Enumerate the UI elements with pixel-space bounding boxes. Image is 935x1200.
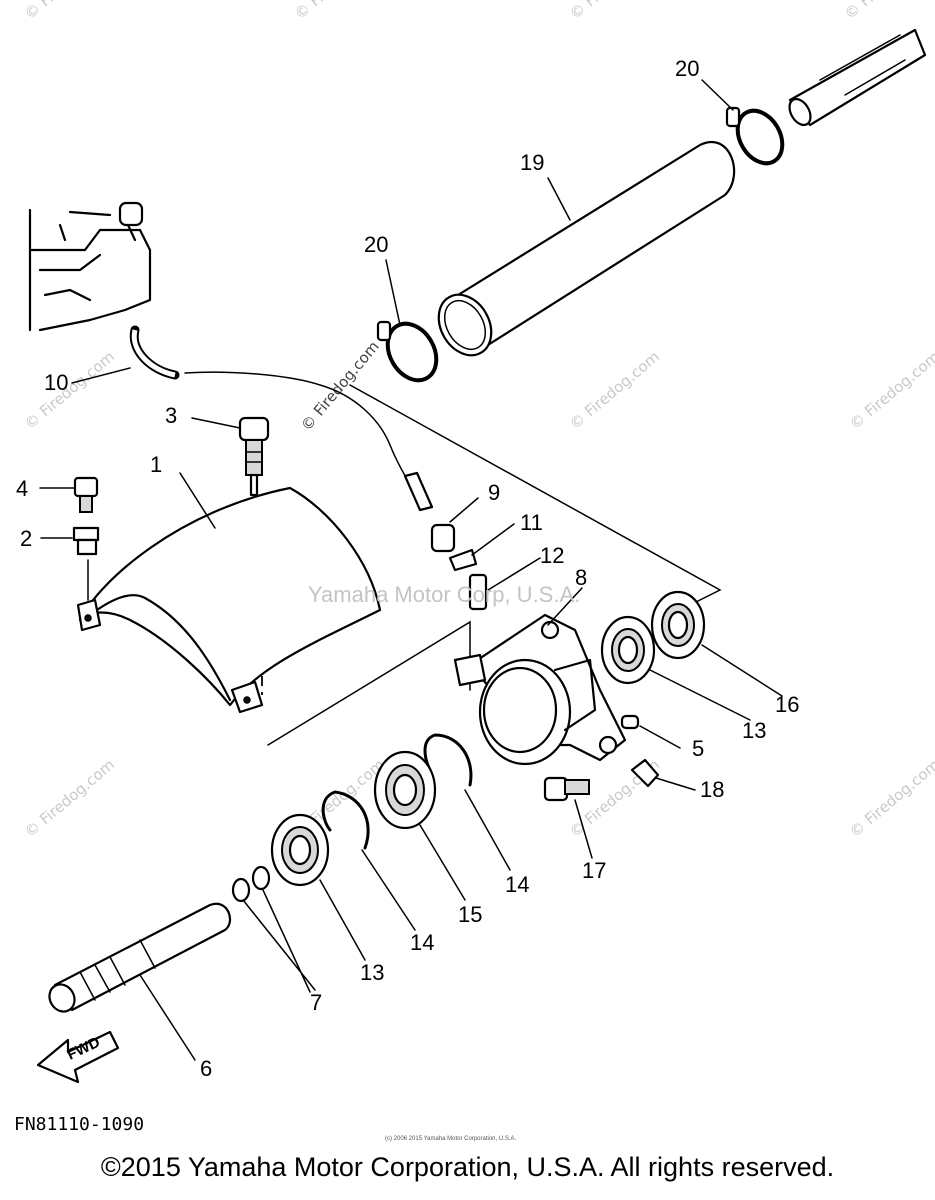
callout-4: 4	[16, 476, 28, 501]
watermark-tile: © Firedog.com	[291, 0, 388, 23]
watermark-tile: © Firedog.com	[566, 348, 663, 433]
cover-1	[76, 486, 382, 714]
callout-14-left: 14	[410, 930, 434, 955]
callout-15: 15	[458, 902, 482, 927]
watermark-tile: © Firedog.com	[566, 0, 663, 23]
circlip-14-left	[321, 790, 370, 850]
bolt-4	[73, 476, 99, 513]
tube-19	[437, 141, 736, 357]
pin-5	[620, 714, 640, 730]
callout-7: 7	[310, 990, 322, 1015]
hose-10	[129, 325, 434, 512]
fitting-3	[238, 416, 270, 497]
watermark-tile: © Firedog.com	[21, 0, 118, 23]
clip-18	[630, 758, 660, 788]
callout-8: 8	[575, 565, 587, 590]
callout-18: 18	[700, 777, 724, 802]
shaft-6	[48, 902, 231, 1013]
callout-12: 12	[540, 543, 564, 568]
callout-17: 17	[582, 858, 606, 883]
watermark-tile: © Firedog.com	[846, 348, 935, 433]
bearing-13-right	[600, 615, 656, 685]
leader-lines	[39, 79, 783, 1061]
copyright-footer: ©2015 Yamaha Motor Corporation, U.S.A. A…	[100, 1152, 835, 1182]
engine-housing-fragment	[28, 201, 152, 332]
housing-8	[453, 613, 627, 766]
bearing-16	[650, 590, 706, 660]
collar-2	[72, 526, 100, 556]
circlip-14-right	[423, 733, 473, 787]
callout-20-upper: 20	[675, 56, 699, 81]
callout-3: 3	[165, 403, 177, 428]
figure-code: FN81110-1090	[14, 1114, 144, 1135]
watermark-dark: © Firedog.com	[297, 338, 382, 435]
callout-16: 16	[775, 692, 799, 717]
fwd-arrow-icon: FWD	[36, 1030, 120, 1084]
o-ring-7a	[231, 877, 251, 903]
bearing-13-left	[270, 813, 330, 887]
callout-2: 2	[20, 526, 32, 551]
callout-1: 1	[150, 452, 162, 477]
part-11	[448, 548, 478, 572]
housing-nipple	[118, 201, 144, 227]
callout-6: 6	[200, 1056, 212, 1081]
callout-14-right: 14	[505, 872, 529, 897]
callout-5: 5	[692, 736, 704, 761]
watermark-tile: © Firedog.com	[841, 0, 935, 23]
callout-13-right: 13	[742, 718, 766, 743]
callout-labels: 1 2 3 4 5 6 7 8 9 10 11 12 13 13 14 14 1…	[16, 56, 799, 1081]
watermark-tile: © Firedog.com	[21, 756, 118, 841]
callout-11: 11	[520, 510, 543, 535]
bolt-17	[543, 776, 590, 802]
callout-9: 9	[488, 480, 500, 505]
callout-19: 19	[520, 150, 544, 175]
o-ring-7b	[251, 865, 271, 891]
tiny-copyright-note: (c) 2006 2015 Yamaha Motor Corporation, …	[385, 1136, 517, 1142]
bearing-15	[373, 750, 437, 830]
part-9	[430, 523, 456, 553]
clamp-20-upper	[725, 106, 785, 166]
center-watermark: Yamaha Motor Corp, U.S.A.	[308, 582, 580, 607]
watermark-tile: © Firedog.com	[21, 348, 118, 433]
drive-shaft-upper	[788, 28, 927, 127]
callout-13-left: 13	[360, 960, 384, 985]
callout-20-lower: 20	[364, 232, 388, 257]
part-12	[468, 573, 488, 611]
callout-10: 10	[44, 370, 68, 395]
watermark-tile: © Firedog.com	[846, 756, 935, 841]
clamp-20-lower	[376, 320, 439, 383]
